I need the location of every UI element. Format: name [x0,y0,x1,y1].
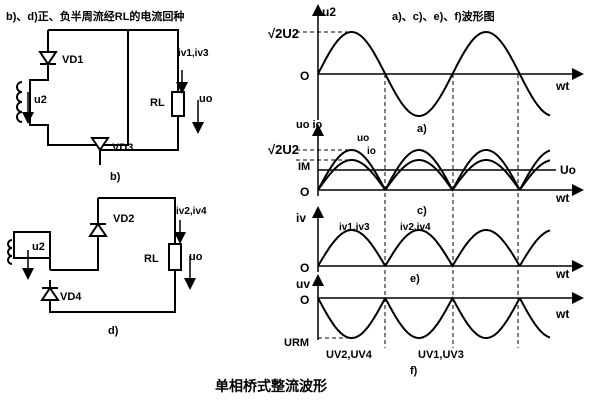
urm-label: URM [284,337,309,349]
plot-f: uv O URM UV2,UV4 UV1,UV3 wt f) [284,274,584,377]
plot-e: iv iv1,iv3 iv2,iv4 O wt e) [296,206,584,285]
label-rl-d: RL [144,253,159,265]
wave-iv [317,229,551,268]
label-vd4: VD4 [60,291,82,303]
label-current-d: iv2,iv4 [176,206,207,217]
period-dividers [384,74,519,348]
transformer-coil-icon [16,81,23,123]
xlabel-e: wt [555,267,569,281]
resistor-rl-icon [171,91,185,117]
xlabel-a: wt [555,79,569,93]
diode-vd2-icon [88,222,108,237]
xlabel-f: wt [555,307,569,321]
circuit-b: VD1 VD3 u2 RL uo iv1,iv3 b) [16,29,213,183]
label-uv24: UV2,UV4 [326,349,373,361]
caption-d: d) [108,325,119,337]
dc-label: Uo [560,163,576,177]
label-rl-b: RL [150,97,165,109]
ylabel-e: iv [296,211,306,225]
plot-a: u2 √2U2 O wt a) [268,4,584,135]
diode-vd1-icon [38,51,58,66]
origin-c: O [300,185,309,199]
origin-a: O [300,69,309,83]
label-vd1: VD1 [62,54,83,66]
label-current-b: iv1,iv3 [178,48,209,59]
caption-e: e) [410,273,420,285]
label-uo-b: uo [199,93,213,105]
label-uv13: UV1,UV3 [418,349,464,361]
caption-b: b) [110,171,121,183]
label-vd3: VD3 [112,142,133,154]
ylabel-a: u2 [322,5,336,19]
xlabel-c: wt [555,191,569,205]
plot-c: uo io √2U2 IM uo io Uo O wt c) [268,119,584,217]
label-uo-d: uo [189,251,203,263]
caption-a: a) [417,123,427,135]
ylabel-f: uv [296,277,310,291]
amp-label-c: √2U2 [268,142,299,157]
diode-vd4-icon [40,286,60,301]
wave-io [317,159,551,192]
label-u2-d: u2 [32,241,45,253]
amp-label-a: √2U2 [268,26,299,41]
transformer-coil-d-icon [7,239,13,265]
uo-label-c: uo [357,133,369,144]
im-label: IM [298,161,310,173]
wave-u2 [317,31,551,117]
circuit-d: VD2 VD4 u2 RL uo iv2,iv4 d) [7,197,207,337]
diode-vd3-icon [90,137,110,152]
circuit-title: b)、d)正、负半周流经RL的电流回种 [6,9,184,23]
label-vd2: VD2 [113,213,134,225]
resistor-rl-d-icon [168,243,182,271]
io-label-c: io [367,146,376,157]
label-iv13: iv1,iv3 [339,222,370,233]
main-title: 单相桥式整流波形 [215,378,327,394]
caption-c: c) [417,205,427,217]
wave-uo [317,149,551,192]
ylabel-c: uo io [296,119,323,131]
origin-e: O [300,261,309,275]
label-u2-b: u2 [34,94,47,106]
label-iv24: iv2,iv4 [400,222,431,233]
waveform-title: a)、c)、e)、f)波形图 [392,9,495,23]
caption-f: f) [410,365,418,377]
wave-uv [317,296,551,339]
origin-f: O [300,293,309,307]
